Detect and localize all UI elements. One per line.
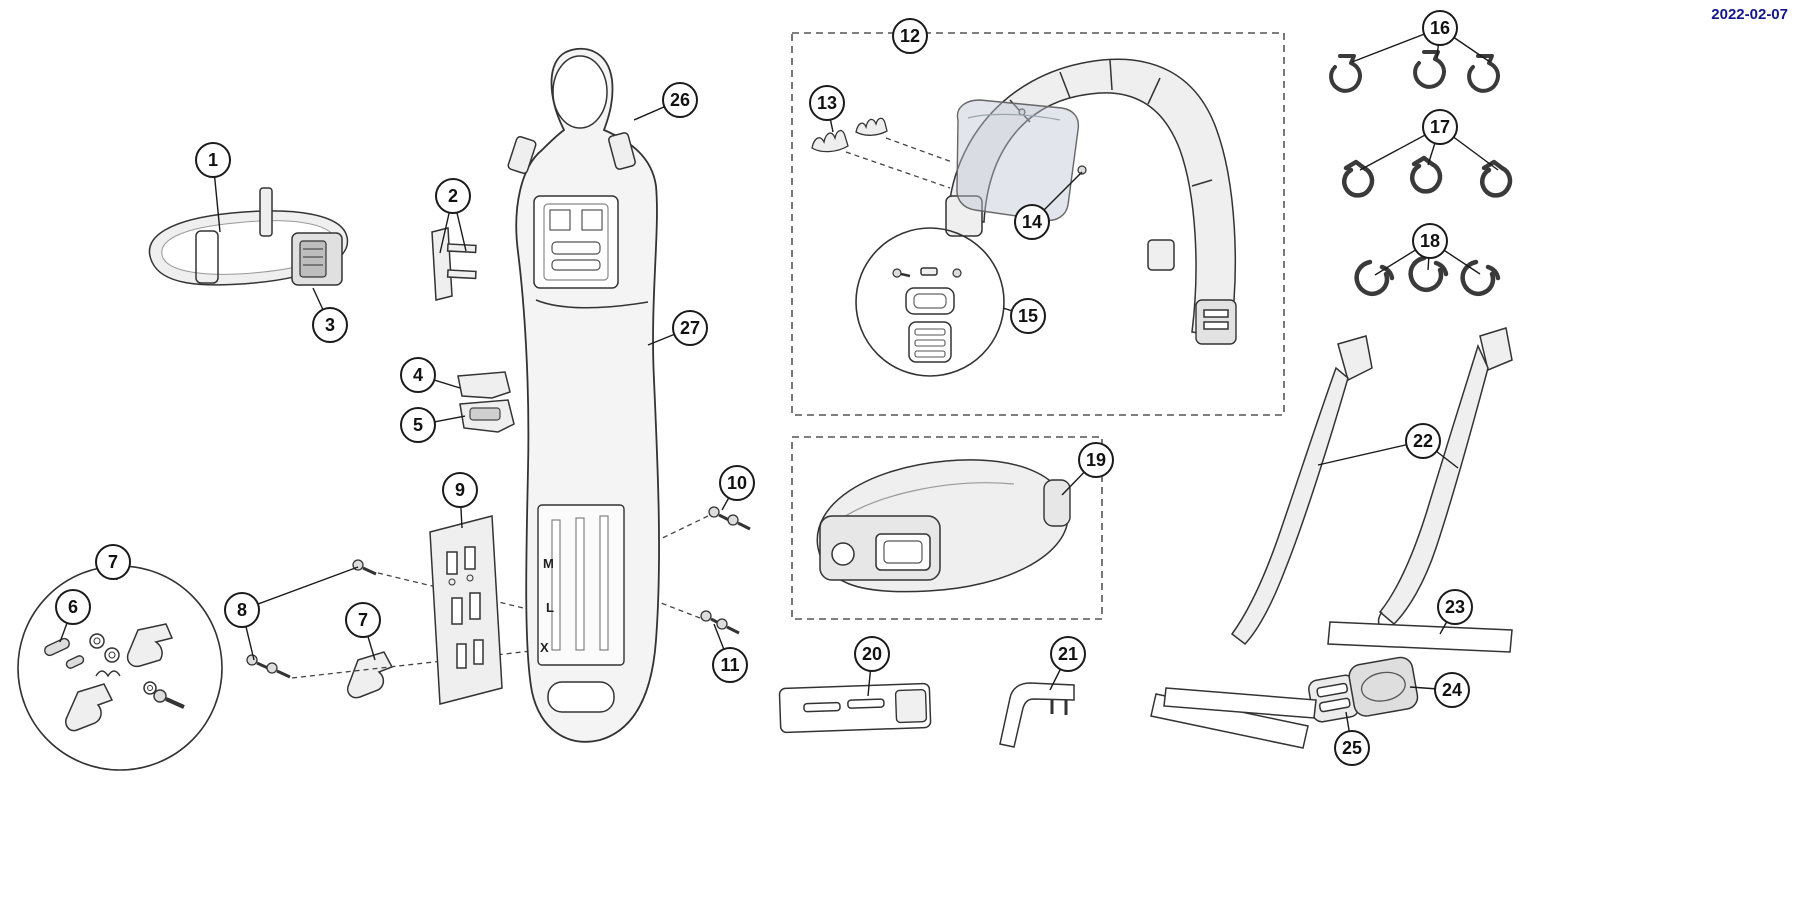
part-buckle-detail-15 <box>892 267 962 363</box>
leader-line-21 <box>1049 653 1069 691</box>
assembly-box-12 <box>791 32 1285 416</box>
part-buckle-24 <box>1308 656 1419 723</box>
frame-size-marking: X <box>540 640 549 655</box>
leader-line-3 <box>312 287 331 326</box>
part-back-frame <box>507 47 660 743</box>
leader-line-14 <box>1031 171 1083 223</box>
part-hook-21 <box>999 682 1075 748</box>
leader-line-20 <box>867 653 873 697</box>
part-harness-crown <box>945 58 1237 345</box>
leader-line-27 <box>647 327 691 346</box>
assembly-box-19 <box>791 436 1103 620</box>
leader-line-5 <box>417 415 466 426</box>
part-hardware-kit-detail <box>44 623 185 732</box>
leader-line-23 <box>1439 606 1456 635</box>
leader-line-15 <box>1002 307 1029 317</box>
leader-line-22 <box>1317 440 1424 466</box>
frame-size-marking: M <box>543 556 554 571</box>
part-strap-23 <box>1327 621 1513 653</box>
leader-line-19 <box>1061 459 1097 496</box>
part-strap-20 <box>778 682 932 734</box>
part-headband-19 <box>816 459 1071 593</box>
leader-line-7 <box>112 561 118 581</box>
leader-line-10 <box>721 482 738 511</box>
leader-line-6 <box>59 606 74 643</box>
leader-line-7 <box>362 619 376 661</box>
part-strap-25 <box>1150 687 1317 749</box>
leader-line-22 <box>1422 440 1459 469</box>
leader-line-18 <box>1429 240 1481 275</box>
leader-line-8 <box>241 566 359 611</box>
leader-line-9 <box>459 489 463 529</box>
leader-line-25 <box>1345 711 1353 749</box>
part-clip-5 <box>459 399 515 433</box>
part-stays-22 <box>1230 327 1513 646</box>
leader-line-8 <box>241 609 255 661</box>
leader-line-16 <box>1351 27 1441 63</box>
detail-circle-15 <box>855 227 1005 377</box>
leader-line-16 <box>1439 27 1491 63</box>
leader-line-18 <box>1427 240 1431 271</box>
leader-line-2 <box>439 195 454 254</box>
leader-line-26 <box>633 99 681 121</box>
leader-line-11 <box>713 623 731 666</box>
part-mount-adapter <box>431 227 477 301</box>
leader-line-2 <box>452 195 467 252</box>
leader-line-18 <box>1374 240 1431 276</box>
part-clip-4 <box>457 371 511 399</box>
frame-size-marking: L <box>546 600 554 615</box>
detail-circle-7 <box>17 565 223 771</box>
part-visor-lens <box>956 99 1080 222</box>
part-mounting-plate <box>429 515 503 705</box>
leader-line-1 <box>212 159 221 233</box>
part-clip-13 <box>811 117 953 189</box>
leader-line-13 <box>826 102 834 133</box>
part-hook-bracket <box>347 651 394 699</box>
leader-line-4 <box>417 374 461 389</box>
leader-line-16 <box>1436 27 1441 59</box>
leader-line-17 <box>1439 126 1499 171</box>
leader-line-24 <box>1409 686 1453 691</box>
revision-date: 2022-02-07 <box>1711 6 1788 23</box>
part-strap-with-buckle <box>148 187 349 286</box>
